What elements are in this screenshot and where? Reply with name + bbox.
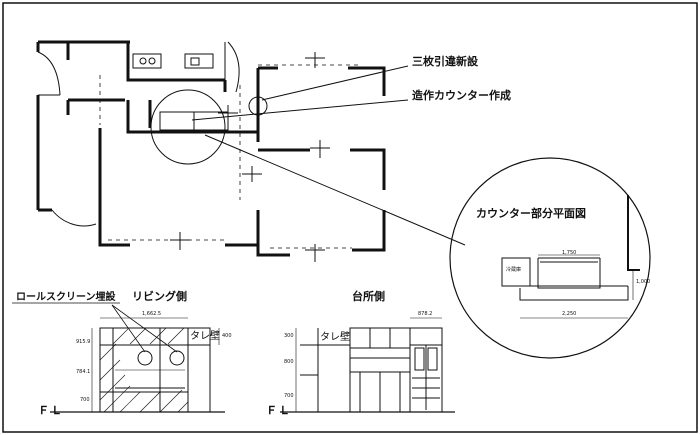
door-callout-circle [248,96,268,116]
living-elevation-title: リビング側 [132,290,187,303]
leader-sliding-door [261,65,409,101]
kitchen-dim-top: 878.2 [418,311,433,317]
living-wall-label: タレ壁 [190,331,220,342]
detail-circle [449,157,651,359]
note-counter-build: 造作カウンター作成 [412,89,511,102]
roll-screen-label: ロールスクリーン埋設 [16,292,116,303]
grid-crosses [170,52,330,262]
kitchen-wall-label: タレ壁 [320,332,350,343]
kitchen-dim-v1: 300 [284,333,294,339]
kitchen-elevation-title: 台所側 [352,290,385,303]
leader-detail [204,134,466,246]
living-dim-v1: 915.9 [76,339,91,345]
grid-lines [99,64,360,249]
detail-dim-side: 1,000 [636,279,651,285]
fl-label-right: ＦＬ [266,404,292,417]
kitchen-elevation [295,317,443,413]
fridge-label: 冷蔵庫 [506,267,522,273]
detail-title: カウンター部分平面図 [476,207,586,220]
kitchen-dim-v2: 800 [284,359,294,365]
detail-dim-top: 1,750 [562,250,577,256]
leader-counter [191,99,409,121]
note-sliding-door: 三枚引違新設 [412,55,478,68]
kitchen-dim-v3: 700 [284,393,294,399]
living-elevation [12,302,220,413]
living-dim-right: 400 [222,333,232,339]
fl-label-left: ＦＬ [38,404,64,417]
living-dim-v3: 700 [80,397,90,403]
kitchen-fixtures [132,53,229,131]
living-dim-top: 1,662.5 [142,311,162,317]
counter-callout-circle [150,89,226,165]
door-swings [37,41,240,227]
living-dim-v2: 784.1 [76,369,91,375]
plan-walls [36,40,386,257]
detail-dim-bottom: 2,250 [562,311,577,317]
